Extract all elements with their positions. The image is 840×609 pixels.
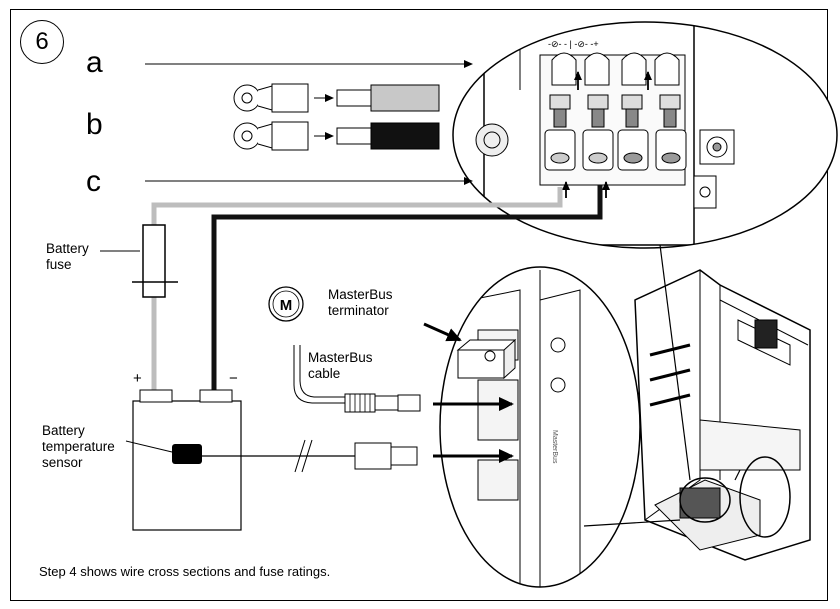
label-masterbus-cable: MasterBus cable [308, 350, 373, 381]
terminal-bolts [549, 94, 681, 128]
letter-c: c [86, 165, 101, 198]
battery-fuse [142, 224, 166, 298]
masterbus-logo: M [268, 286, 304, 322]
terminal-zoom-ellipse: -⊘- - | -⊘- -+ [452, 21, 838, 249]
ring-terminal-black [233, 121, 440, 151]
terminal-blocks [544, 129, 687, 171]
svg-text:-⊘- - | -⊘- -+: -⊘- - | -⊘- -+ [548, 39, 599, 49]
footnote: Step 4 shows wire cross sections and fus… [39, 564, 331, 579]
letter-a: a [86, 46, 103, 79]
temperature-sensor [172, 444, 202, 464]
masterbus-zoom-ellipse: MasterBus [439, 266, 641, 588]
terminal-caps-top [551, 52, 680, 90]
battery-post-negative [199, 389, 233, 403]
step-number-badge: 6 [20, 20, 64, 64]
svg-text:M: M [280, 297, 293, 314]
label-minus: − [229, 370, 238, 387]
battery [132, 400, 242, 531]
battery-post-positive [139, 389, 173, 403]
ring-terminal-grey [233, 83, 440, 113]
figure-frame [10, 9, 828, 601]
inverter-device [583, 244, 811, 561]
label-battery-temperature-sensor: Battery temperature sensor [42, 423, 115, 470]
negative-cable [211, 185, 603, 390]
label-plus: + [133, 370, 142, 387]
letter-b: b [86, 108, 103, 141]
masterbus-cable [293, 345, 421, 413]
sensor-plug [354, 442, 392, 470]
label-masterbus-terminator: MasterBus terminator [328, 287, 393, 318]
label-battery-fuse: Battery fuse [46, 241, 89, 272]
svg-text:MasterBus: MasterBus [551, 430, 558, 464]
